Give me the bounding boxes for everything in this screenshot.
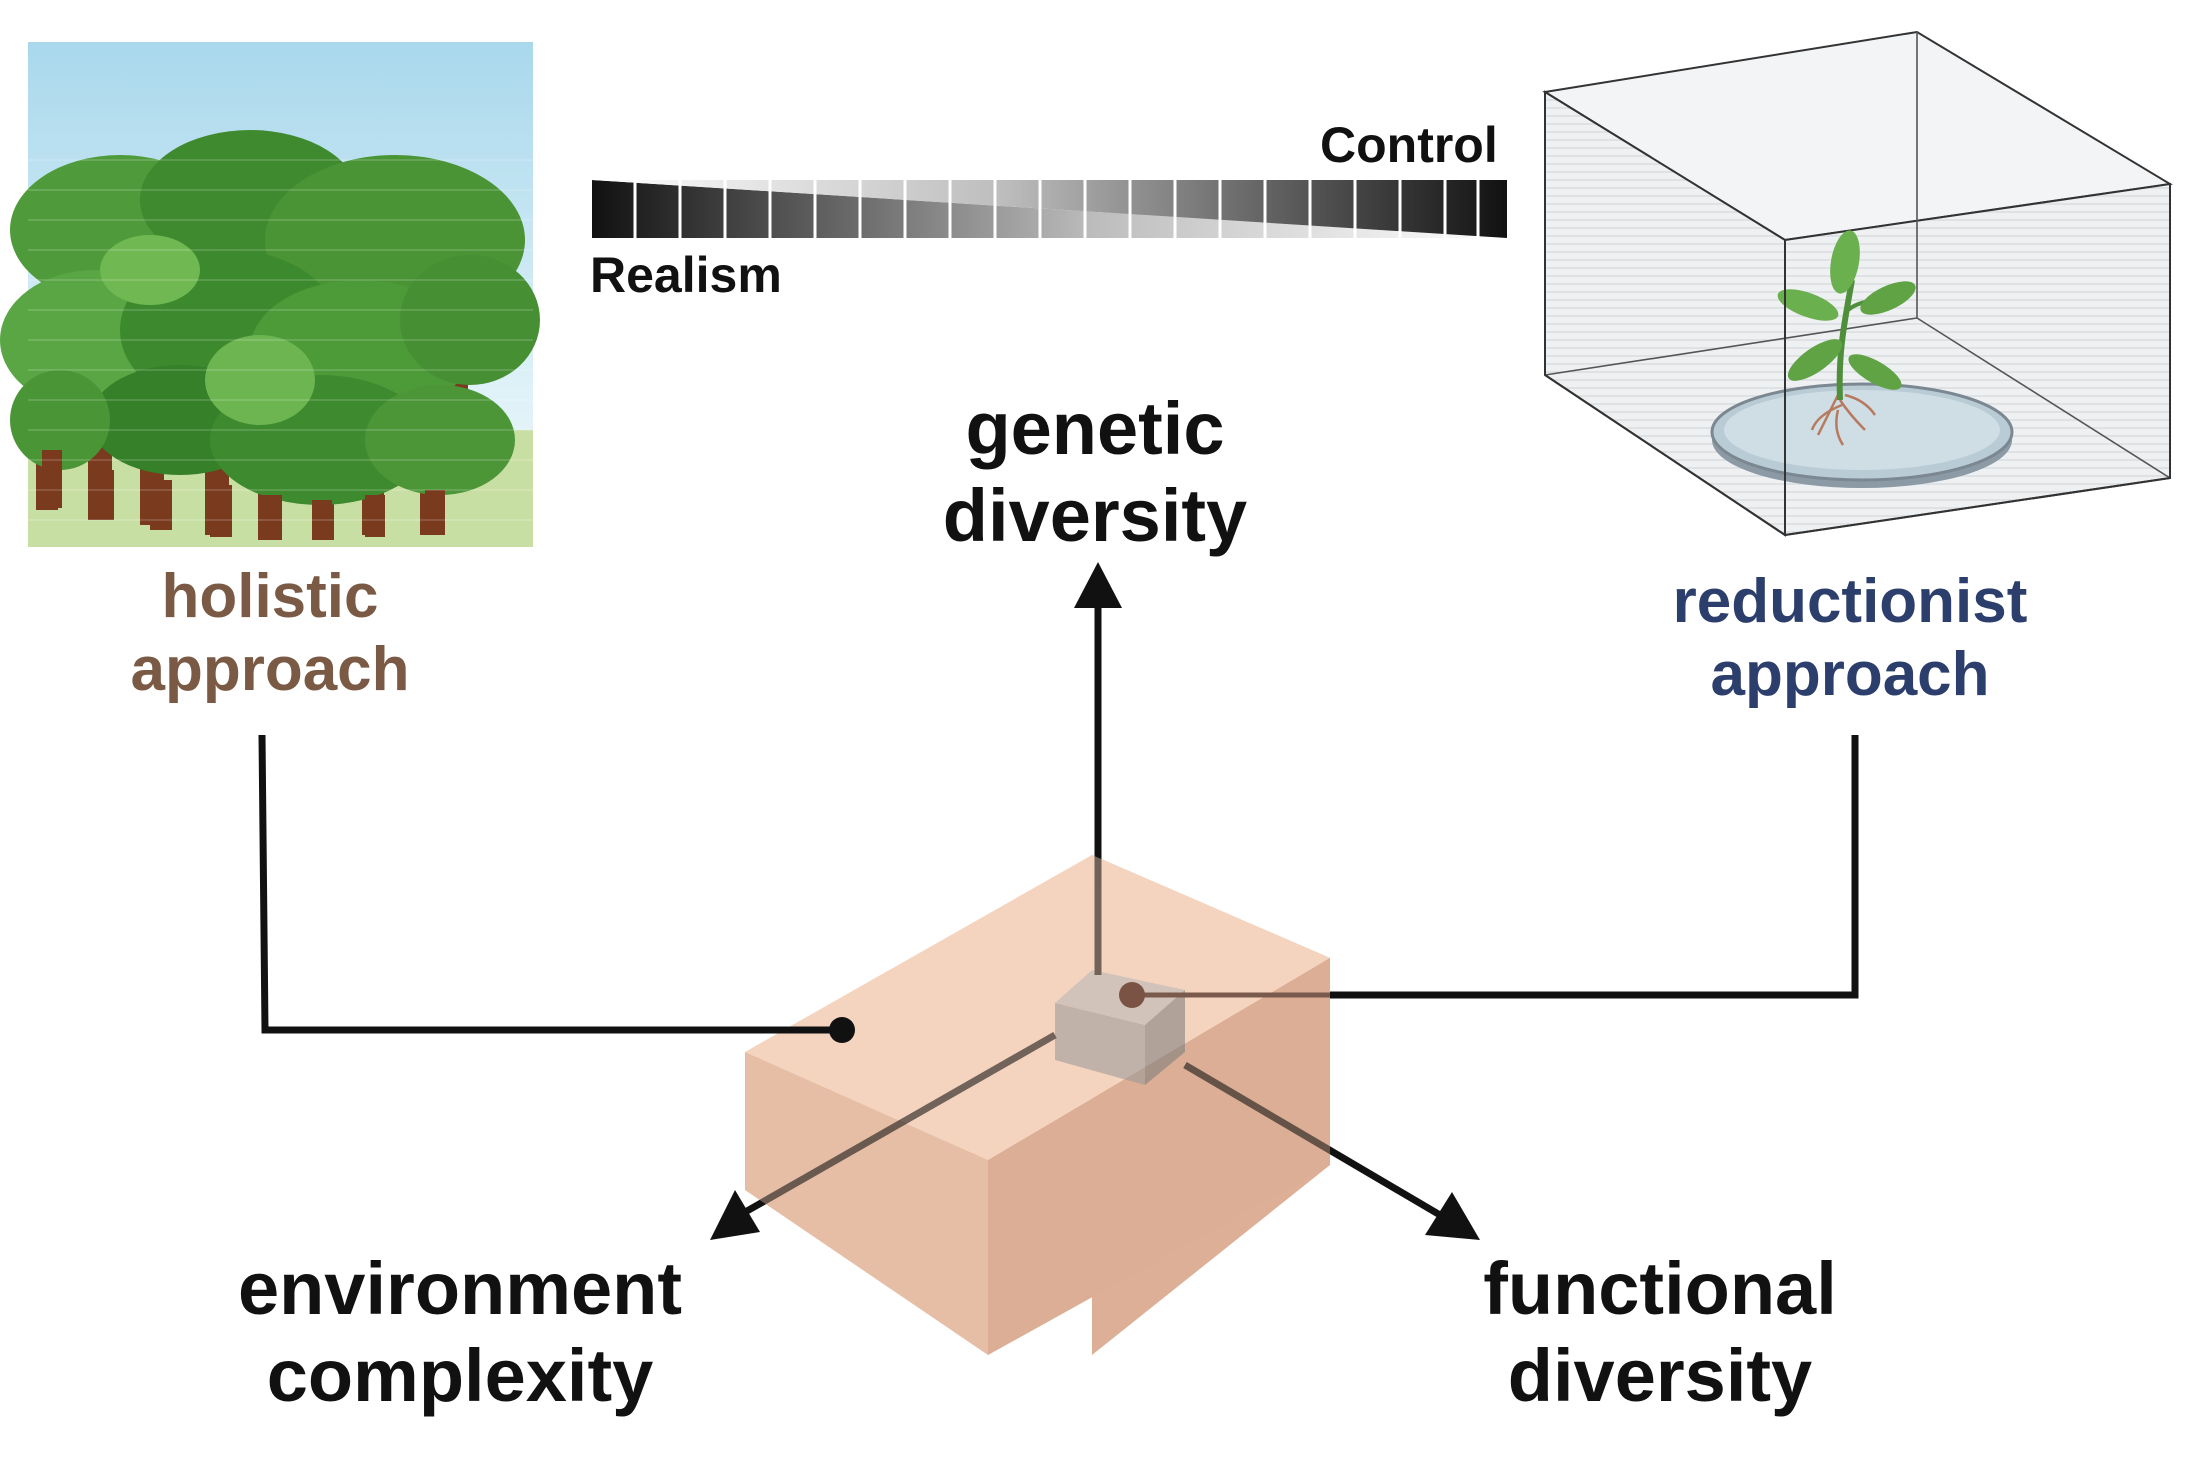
reductionist-line1: reductionist [1672, 567, 2028, 636]
environment-line2: complexity [266, 1334, 654, 1418]
environment-line1: environment [237, 1247, 683, 1330]
sample-block [745, 855, 1330, 1355]
axis-genetic [1074, 562, 1122, 975]
environment-complexity-label: environment complexity [190, 1245, 730, 1420]
reductionist-approach-label: reductionist approach [1590, 565, 2110, 711]
functional-diversity-label: functional diversity [1420, 1245, 1900, 1420]
functional-line1: functional [1483, 1247, 1837, 1330]
realism-label: Realism [590, 247, 782, 303]
axis-functional [1183, 1061, 1480, 1240]
holistic-connector-dot [829, 1017, 855, 1043]
holistic-line1: holistic [161, 562, 379, 631]
glass-chamber-illustration [1542, 30, 2173, 537]
holistic-connector [258, 734, 842, 1034]
axis-environment [710, 1031, 1057, 1240]
genetic-line2: diversity [942, 474, 1248, 558]
holistic-approach-label: holistic approach [70, 560, 470, 706]
reductionist-connector [1330, 735, 1859, 999]
block-overlay [745, 855, 1330, 1355]
gray-cube [1055, 970, 1185, 1085]
genetic-diversity-label: genetic diversity [870, 385, 1320, 560]
holistic-line2: approach [130, 635, 410, 705]
forest-illustration [0, 42, 540, 547]
genetic-line1: genetic [965, 387, 1225, 470]
realism-control-scale [592, 180, 1507, 238]
control-label: Control [1320, 117, 1498, 173]
reductionist-line2: approach [1710, 640, 1990, 710]
functional-line2: diversity [1507, 1334, 1813, 1418]
reductionist-connector-dot [1119, 982, 1145, 1008]
